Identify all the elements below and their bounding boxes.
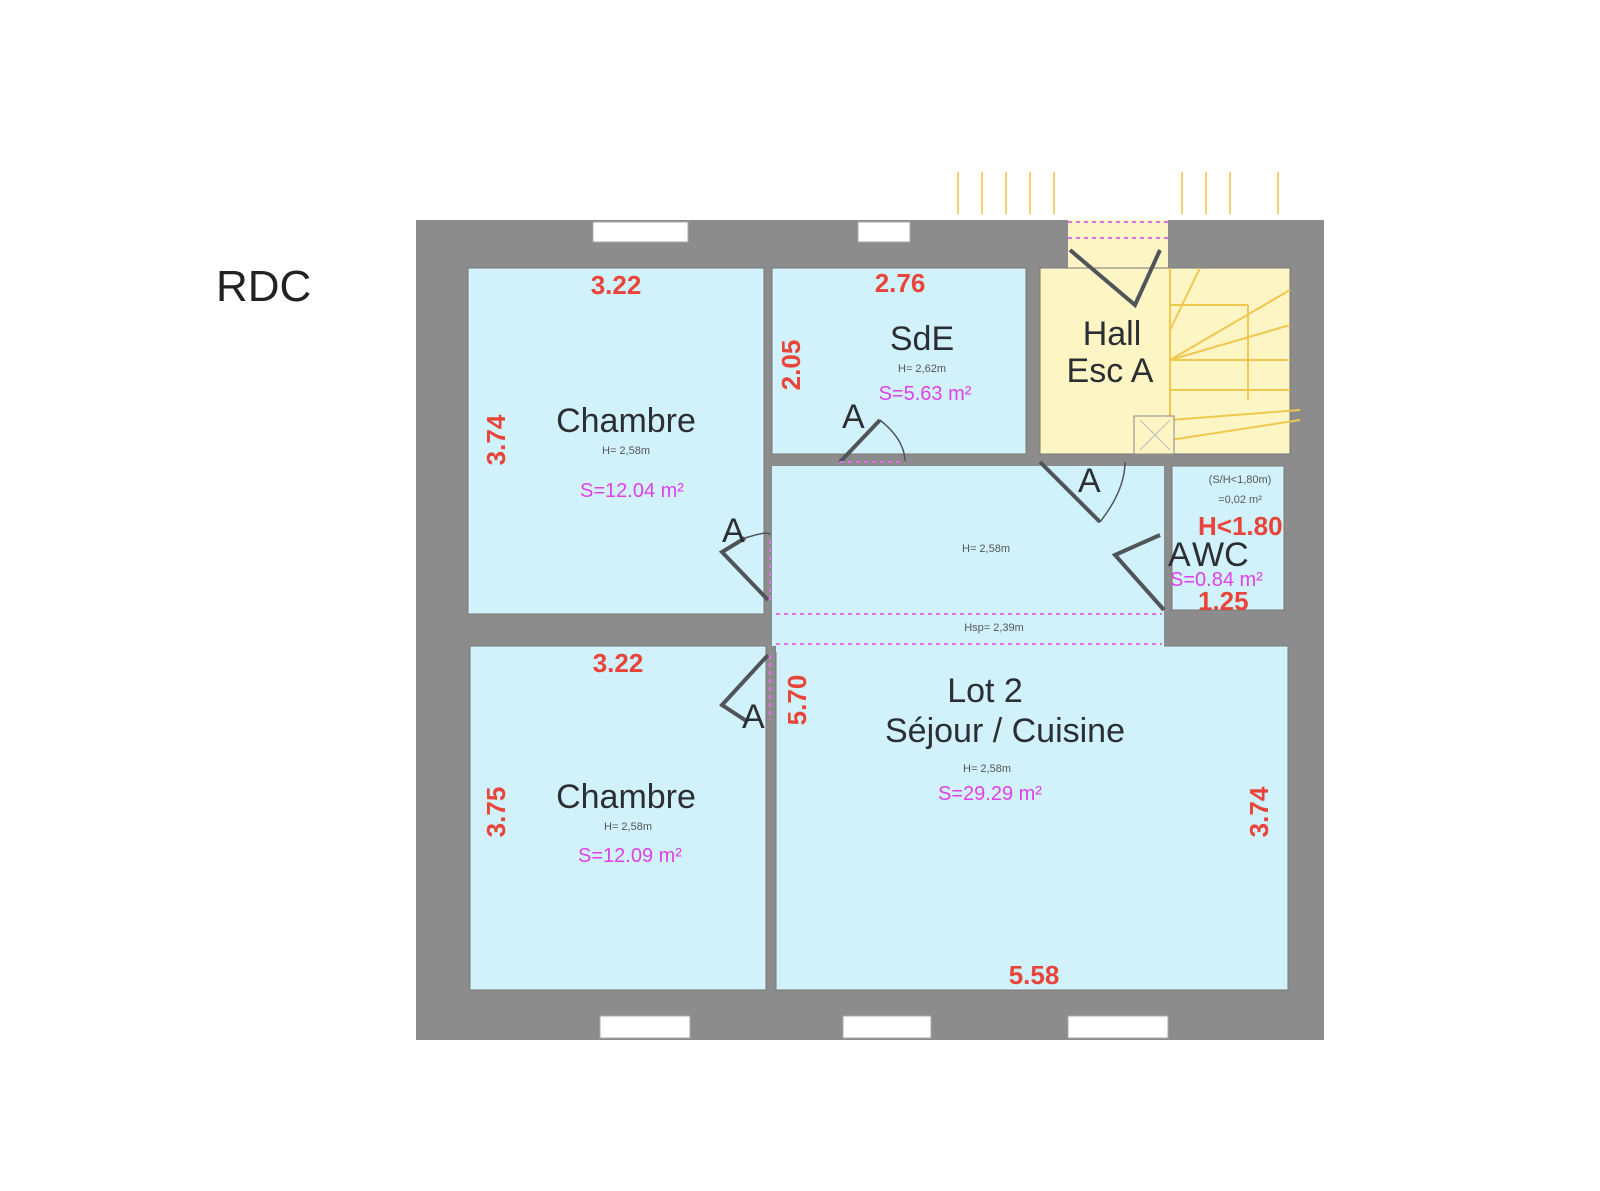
- chambre-1-labels: 3.22 3.74 Chambre H= 2,58m S=12.04 m² A: [481, 270, 745, 550]
- room-surface: S=29.29 m²: [938, 783, 1042, 805]
- room-surface: S=12.09 m²: [578, 845, 682, 867]
- dim-depth: 3.74: [1244, 786, 1274, 837]
- room-surface: S=5.63 m²: [879, 383, 972, 405]
- room-height: H= 2,58m: [604, 821, 652, 833]
- staircase: [1169, 267, 1301, 454]
- door-mark: A: [842, 398, 865, 436]
- door-mark: A: [742, 698, 765, 736]
- chambre-2-labels: 3.22 3.75 Chambre H= 2,58m S=12.09 m² A: [481, 648, 765, 867]
- dim-depth: 2.05: [776, 340, 806, 391]
- room-chambre-1: [467, 267, 765, 615]
- sejour-labels: 5.70 Lot 2 Séjour / Cuisine H= 2,58m S=2…: [782, 672, 1274, 990]
- corridor-labels: H= 2,58m Hsp= 2,39m: [962, 543, 1024, 634]
- room-sejour: [775, 645, 1289, 991]
- room-wc: [1171, 465, 1285, 611]
- wc-note-2: =0,02 m²: [1218, 494, 1262, 506]
- dim-width: 3.22: [591, 270, 642, 300]
- sde-labels: 2.76 2.05 SdE H= 2,62m S=5.63 m² A: [776, 268, 972, 436]
- room-name-line2: Esc A: [1067, 352, 1154, 390]
- doors: [718, 248, 1166, 724]
- room-name-line1: Hall: [1083, 315, 1142, 353]
- door-mark: A: [1168, 536, 1191, 574]
- room-name: WC: [1192, 536, 1249, 574]
- room-height: H= 2,62m: [898, 363, 946, 375]
- room-name: SdE: [890, 320, 954, 358]
- room-hsp: Hsp= 2,39m: [964, 622, 1024, 634]
- dim-depth: 3.75: [481, 787, 511, 838]
- room-sde: [771, 267, 1027, 455]
- dim-depth: 3.74: [481, 414, 511, 465]
- dim-width: 3.22: [593, 648, 644, 678]
- dim-width: 5.58: [1009, 960, 1060, 990]
- wc-labels: (S/H<1,80m) =0,02 m² H<1.80 A WC S=0.84 …: [1168, 474, 1283, 616]
- dim-width: 2.76: [875, 268, 926, 298]
- room-height: H= 2,58m: [602, 445, 650, 457]
- door-mark: A: [722, 512, 745, 550]
- door-mark: A: [1078, 462, 1101, 500]
- duct: [1133, 415, 1175, 455]
- dim-left: 5.70: [782, 675, 812, 726]
- room-height: H= 2,58m: [962, 543, 1010, 555]
- wc-note-1: (S/H<1,80m): [1209, 474, 1272, 486]
- dim-width: 1.25: [1198, 586, 1249, 616]
- room-height: H= 2,58m: [963, 763, 1011, 775]
- room-name: Chambre: [556, 402, 696, 440]
- room-name-line1: Lot 2: [947, 672, 1023, 710]
- level-label: RDC: [216, 262, 312, 311]
- room-name: Chambre: [556, 778, 696, 816]
- wc-height-note: H<1.80: [1198, 511, 1283, 541]
- exterior-railing: [957, 172, 1279, 214]
- room-surface: S=12.04 m²: [580, 480, 684, 502]
- windows: [592, 221, 1169, 1039]
- room-surface: S=0.84 m²: [1170, 569, 1263, 591]
- room-name-line2: Séjour / Cuisine: [885, 712, 1125, 750]
- hall-labels: Hall Esc A A: [1067, 315, 1154, 500]
- room-chambre-2: [469, 645, 767, 991]
